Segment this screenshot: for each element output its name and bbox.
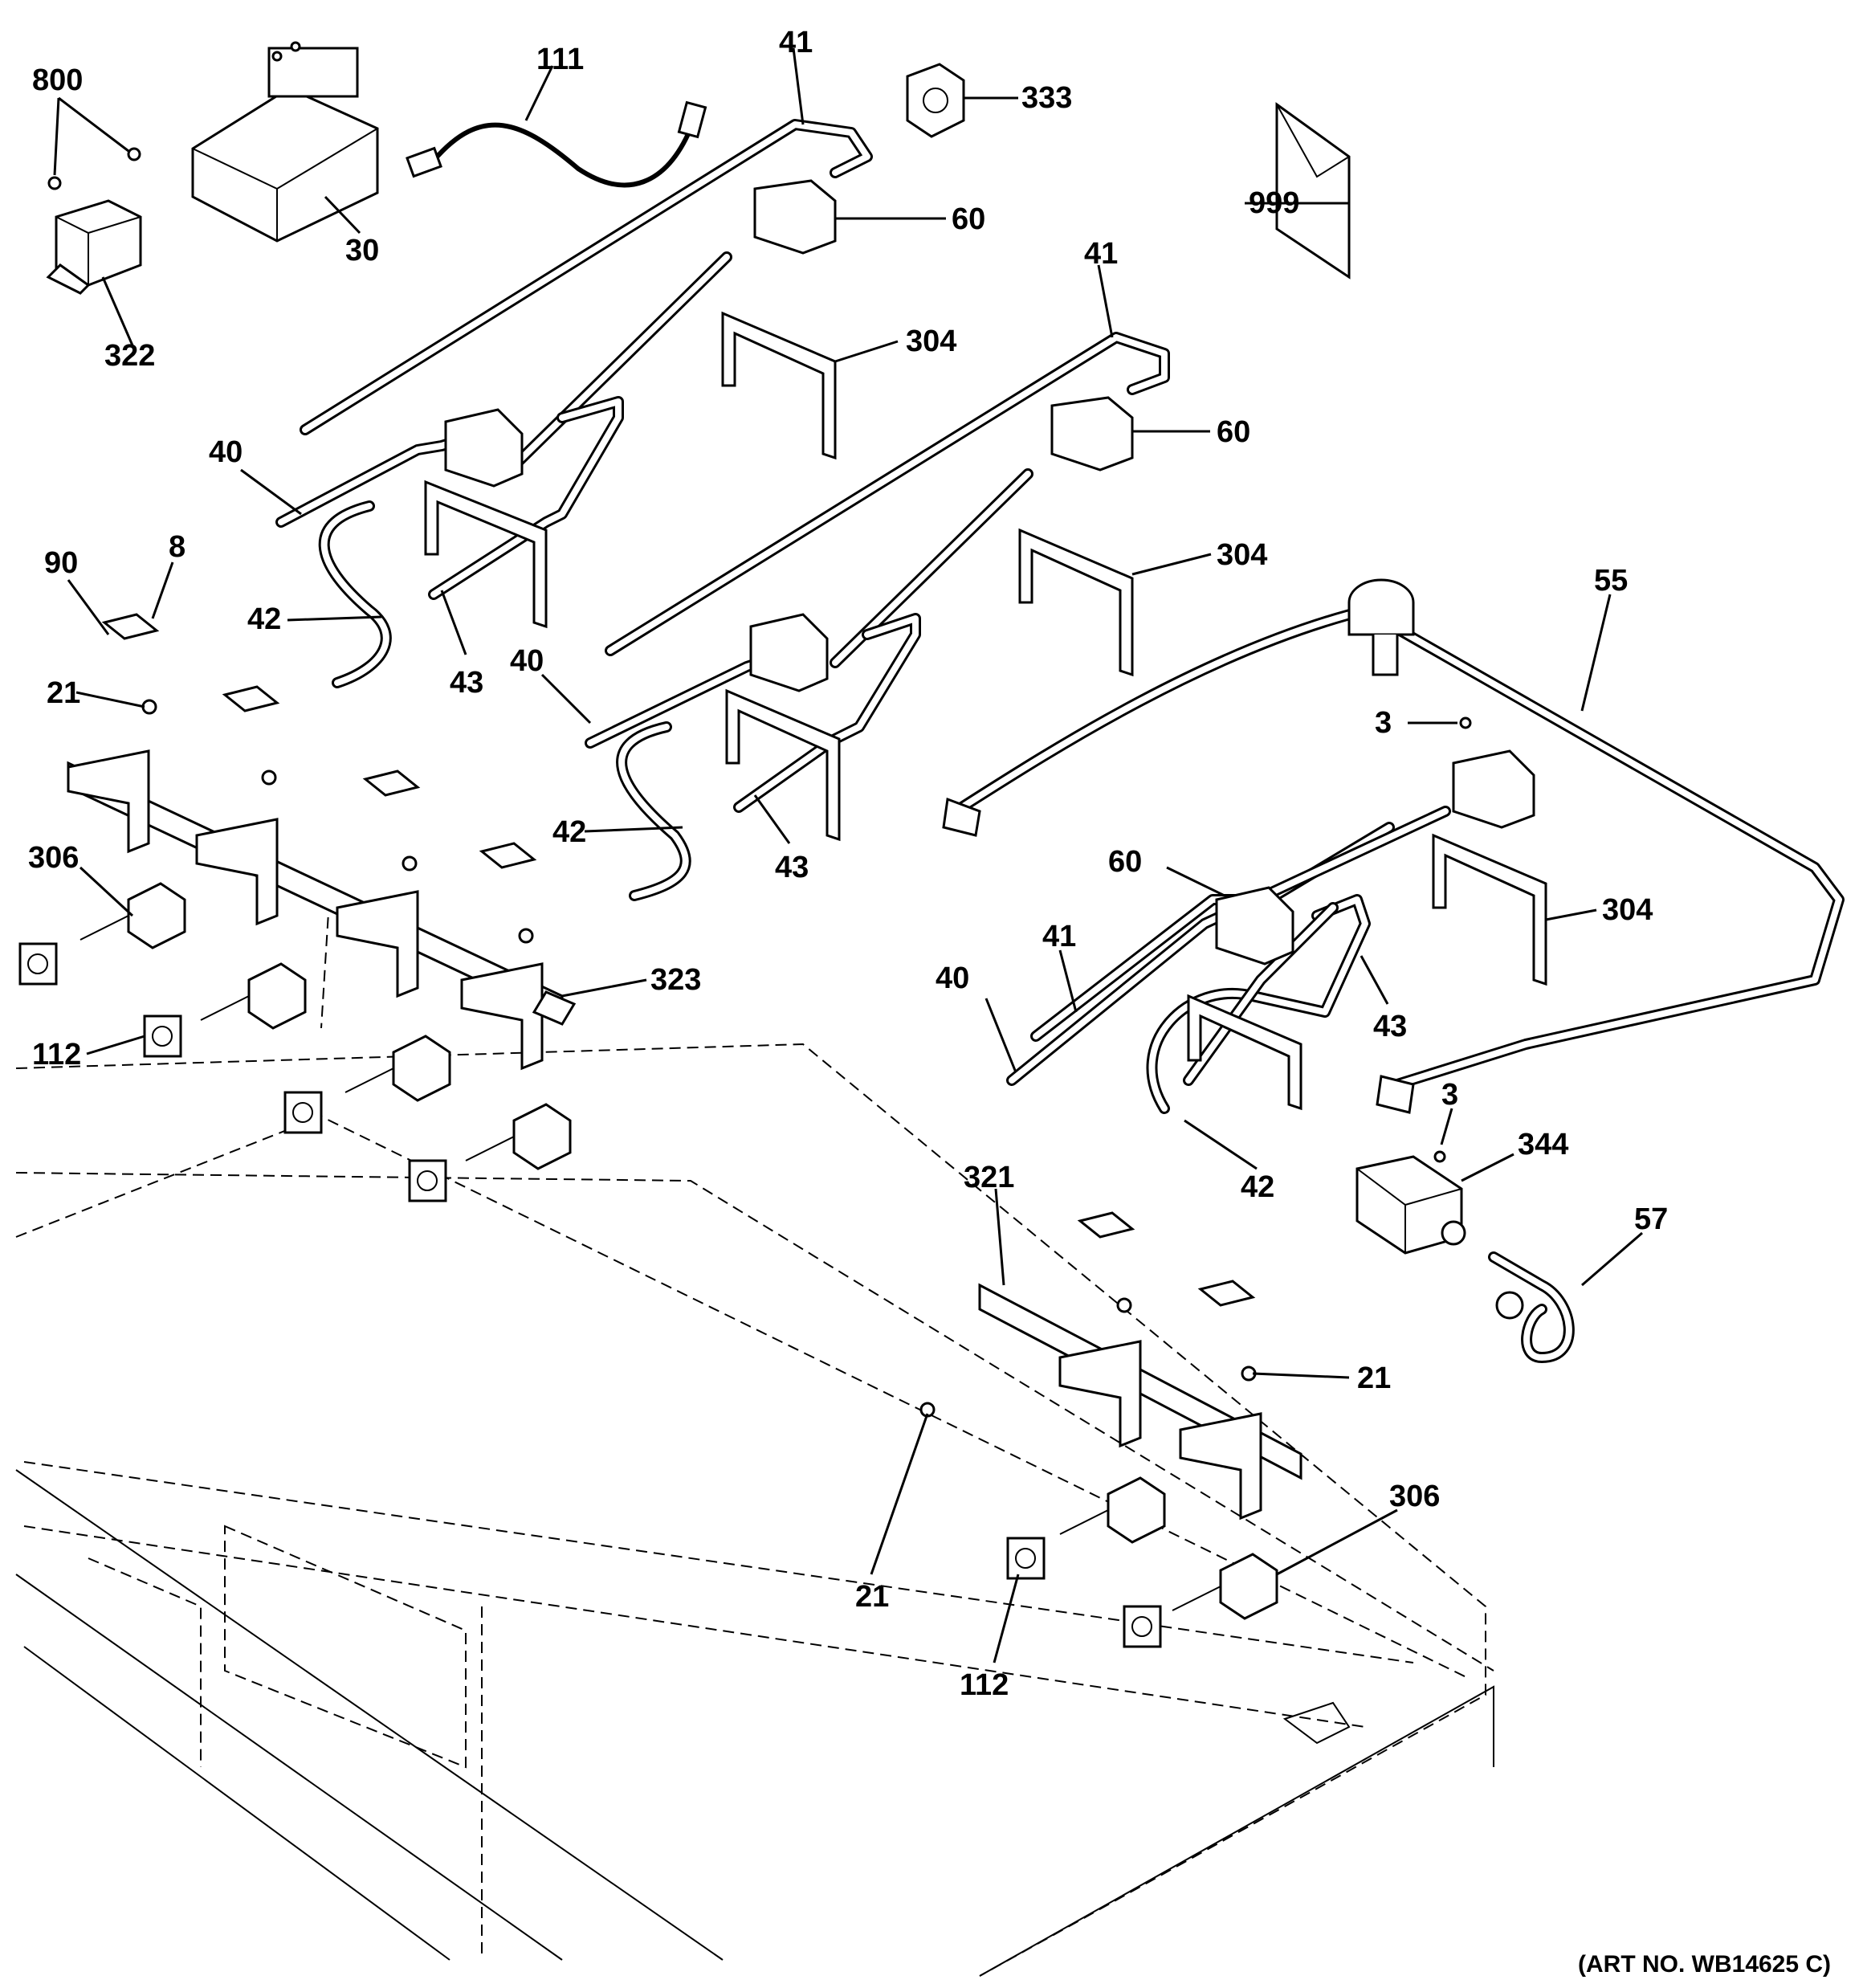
callout: 40 [209,435,243,469]
callout: 42 [247,602,281,636]
callout: 57 [1634,1202,1668,1236]
valve-60 [444,179,1535,965]
module-30 [191,41,379,243]
callout: 111 [536,43,584,76]
callout: 40 [510,644,544,678]
callout: 41 [1084,237,1118,271]
harness-111 [406,100,707,188]
callout: 112 [32,1038,81,1072]
bezel-112 [18,942,1162,1648]
screw-800 [47,147,141,190]
callout: 90 [44,546,78,580]
valve-306 [79,882,1278,1620]
callout: 30 [345,234,379,267]
callout: 60 [1108,845,1142,879]
callout: 3 [1375,706,1392,740]
callout: 41 [1042,920,1076,953]
callout-labels: 800 111 41 333 30 322 60 999 41 304 60 4… [28,26,1831,1978]
callout: 333 [1021,81,1072,115]
callout: 8 [169,530,185,564]
literature-999 [1275,102,1351,280]
callout: 42 [552,815,586,849]
bracket-304 [424,311,1547,1111]
callout: 60 [952,202,985,236]
callout: 42 [1241,1170,1274,1204]
callout: 304 [1602,893,1653,927]
connector-57 [1488,1251,1575,1363]
callout: 306 [28,841,79,875]
callout: 21 [47,676,80,710]
cooktop-chassis [15,899,1494,1977]
callout: 55 [1594,564,1628,598]
rail-323 [67,749,577,1071]
electrode-bracket-90 [101,613,1256,1307]
callout: 60 [1217,415,1250,449]
callout: 322 [104,339,155,373]
callout: 344 [1518,1128,1568,1161]
callout: 21 [855,1580,889,1614]
callout: 304 [906,325,956,358]
callout: 3 [1441,1078,1458,1112]
leader-lines [53,47,1643,1663]
screw-21 [141,699,1472,1418]
callout: 999 [1249,186,1299,220]
rail-321 [978,1283,1302,1521]
callout: 43 [450,666,483,700]
manifold-55 [942,578,1845,1114]
callout: 304 [1217,538,1267,572]
callout: 40 [936,961,969,995]
callout: 323 [650,963,701,997]
callout: 112 [960,1668,1009,1702]
callout: 800 [32,63,83,97]
art-number: (ART NO. WB14625 C) [1578,1951,1831,1978]
callout: 306 [1389,1480,1440,1513]
transformer-322 [46,199,142,295]
callout: 21 [1357,1361,1391,1395]
gas-tubing [275,119,1451,1114]
fitting-333 [906,63,965,138]
callout: 43 [1373,1010,1407,1043]
callout: 43 [775,851,809,884]
callout: 321 [964,1161,1014,1194]
callout: 41 [779,26,813,59]
regulator-344 [1355,1155,1466,1255]
